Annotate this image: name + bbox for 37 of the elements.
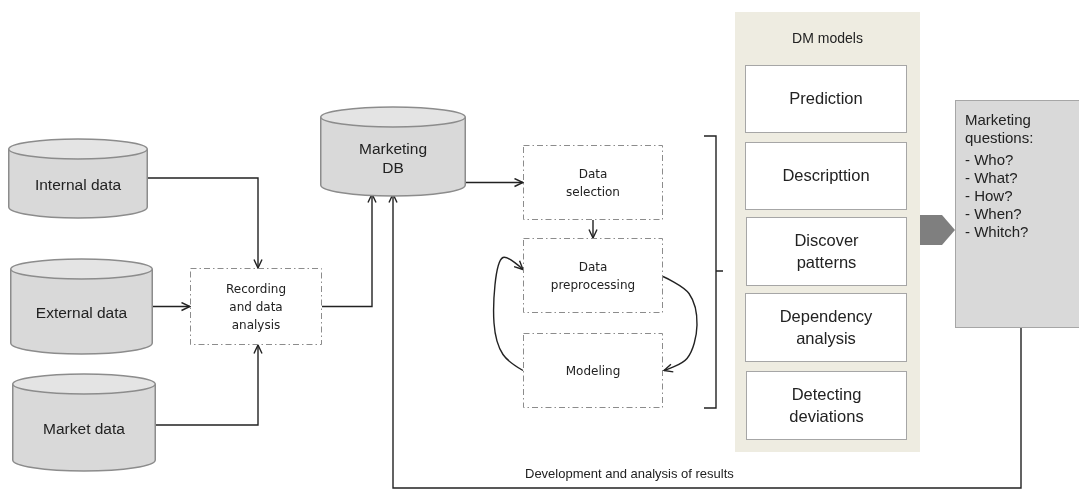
arrow <box>465 177 524 188</box>
model-box <box>745 142 907 210</box>
question-item: - Whitch? <box>965 223 1030 241</box>
model-box <box>746 217 907 286</box>
arrow <box>152 301 191 312</box>
models-panel <box>735 12 920 452</box>
node-label: Prediction <box>789 88 863 110</box>
node-label: Discover patterns <box>793 230 860 273</box>
node-label: External data <box>35 303 128 323</box>
node-label: Internal data <box>34 175 122 195</box>
arrow <box>155 344 263 426</box>
block-arrow <box>920 215 955 245</box>
arrow <box>492 256 524 372</box>
model-box <box>745 293 907 362</box>
node-label: Data selection <box>565 165 621 201</box>
arrow <box>321 193 377 308</box>
node-label: Modeling <box>565 362 621 380</box>
questions-box <box>955 100 1079 328</box>
node-label: Data preprocessing <box>549 258 637 294</box>
node-label: Recording and data analysis <box>225 280 287 334</box>
node-label: Marketing DB <box>357 138 429 178</box>
questions-heading: Marketing questions: <box>965 111 1035 147</box>
panel-title: DM models <box>791 30 864 46</box>
question-item: - How? <box>965 187 1014 205</box>
node-label: Descripttion <box>782 165 870 187</box>
node-label: Detecting deviations <box>788 384 865 427</box>
question-item: - What? <box>965 169 1019 187</box>
model-box <box>745 65 907 133</box>
node-label: Dependency analysis <box>778 306 874 349</box>
node-label: Market data <box>43 419 125 439</box>
arrow <box>588 219 598 239</box>
arrow <box>662 275 698 373</box>
arrow <box>147 177 263 269</box>
question-item: - Who? <box>965 151 1015 169</box>
model-box <box>746 371 907 440</box>
edge-label: Development and analysis of results <box>523 466 736 481</box>
question-item: - When? <box>965 205 1023 223</box>
